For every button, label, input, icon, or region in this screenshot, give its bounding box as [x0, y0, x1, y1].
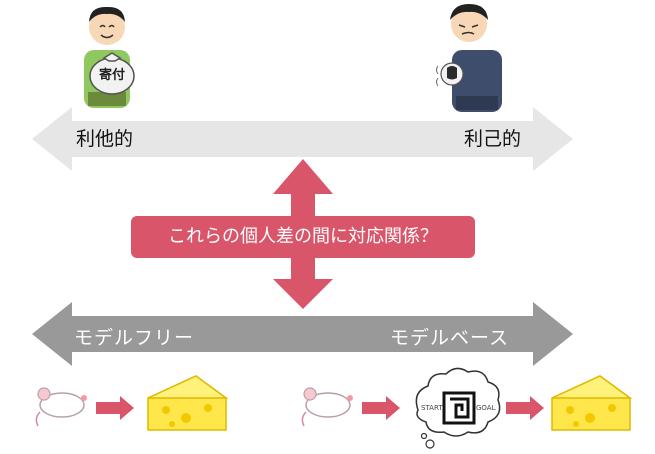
maze-start-label: START [421, 404, 443, 412]
flow-arrow-left [96, 396, 134, 420]
thought-bubble-maze-icon [415, 367, 501, 449]
center-label-box [131, 216, 475, 258]
model-based-label: モデルベース [390, 327, 510, 349]
cheese-icon [147, 375, 229, 431]
mouse-icon [301, 387, 353, 427]
model-free-label: モデルフリー [74, 327, 195, 349]
donation-bag-label: 寄付 [98, 68, 125, 83]
person-hoarding-icon [436, 4, 502, 112]
person-donating-icon [84, 6, 135, 108]
altruistic-label: 利他的 [76, 128, 134, 150]
center-question-label: これらの個人差の間に対応関係？ [168, 226, 438, 247]
selfish-label: 利己的 [464, 128, 522, 150]
mouse-icon [35, 387, 87, 427]
bottom-axis-arrow [32, 302, 573, 366]
top-axis-arrow [32, 107, 573, 171]
maze-goal-label: GOAL [476, 404, 496, 412]
flow-arrow-middle [362, 396, 400, 420]
cheese-icon [551, 375, 633, 431]
flow-arrow-right [506, 396, 544, 420]
